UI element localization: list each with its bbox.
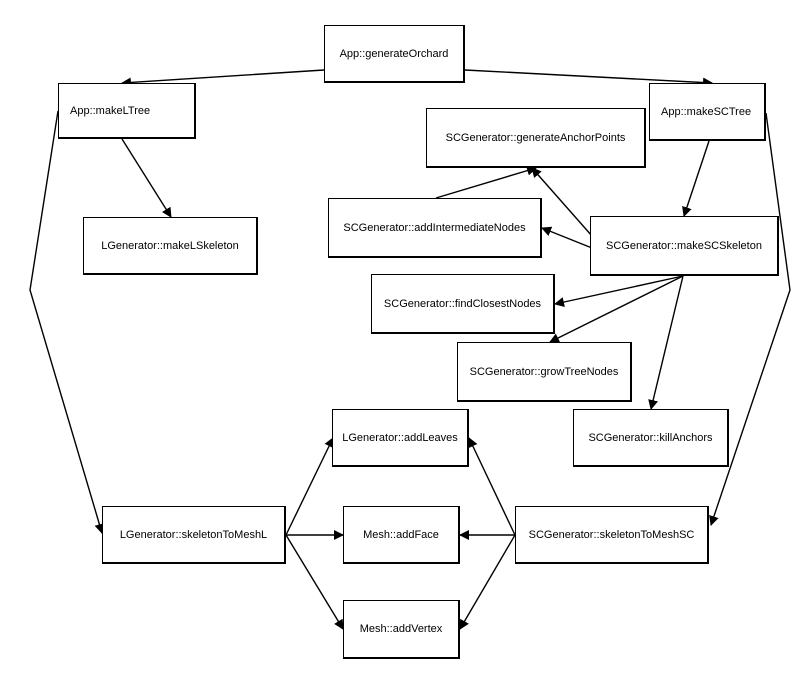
node-label: App::generateOrchard bbox=[339, 47, 449, 60]
edge-makeSCTree-to-skeletonToMeshSC bbox=[709, 112, 791, 526]
node-label: SCGenerator::growTreeNodes bbox=[469, 365, 619, 378]
node-label: SCGenerator::skeletonToMeshSC bbox=[528, 528, 695, 541]
node-mesh-add-vertex[interactable]: Mesh::addVertex bbox=[343, 600, 460, 659]
edge-skeletonToMeshSC-to-addLeaves bbox=[468, 437, 516, 536]
edge-makeLTree-to-skeletonToMeshL bbox=[29, 110, 105, 534]
node-sc-kill-anchors[interactable]: SCGenerator::killAnchors bbox=[573, 409, 729, 467]
edge-skeletonToMeshSC-to-addVertex bbox=[459, 534, 516, 630]
node-label: App::makeLTree bbox=[70, 104, 151, 117]
node-label: SCGenerator::killAnchors bbox=[588, 431, 713, 444]
node-label: App::makeSCTree bbox=[661, 105, 752, 118]
edge-makeLTree-to-makeLSkeleton bbox=[121, 138, 172, 218]
node-label: LGenerator::skeletonToMeshL bbox=[119, 528, 268, 541]
edge-makeSCSkeleton-to-growTreeNodes bbox=[549, 275, 684, 343]
node-sc-grow-tree-nodes[interactable]: SCGenerator::growTreeNodes bbox=[457, 342, 632, 402]
node-sc-add-intermediate-nodes[interactable]: SCGenerator::addIntermediateNodes bbox=[328, 198, 542, 258]
node-sc-skeleton-to-mesh-sc[interactable]: SCGenerator::skeletonToMeshSC bbox=[515, 506, 709, 564]
edge-makeSCSkeleton-to-generateAnchorPoints bbox=[531, 167, 593, 237]
node-label: LGenerator::addLeaves bbox=[342, 431, 458, 444]
edge-skeletonToMeshL-to-addVertex bbox=[285, 534, 344, 630]
node-label: Mesh::addVertex bbox=[359, 623, 443, 635]
node-l-skeleton-to-mesh-l[interactable]: LGenerator::skeletonToMeshL bbox=[102, 506, 286, 564]
node-sc-make-sc-skeleton[interactable]: SCGenerator::makeSCSkeleton bbox=[590, 216, 779, 276]
node-app-make-l-tree[interactable]: App::makeLTree bbox=[58, 83, 196, 139]
node-sc-find-closest-nodes[interactable]: SCGenerator::findClosestNodes bbox=[371, 274, 555, 334]
node-label: LGenerator::makeLSkeleton bbox=[101, 239, 239, 252]
node-label: Mesh::addFace bbox=[363, 528, 439, 541]
edge-skeletonToMeshL-to-addLeaves bbox=[285, 437, 334, 536]
node-app-make-sc-tree[interactable]: App::makeSCTree bbox=[649, 83, 766, 141]
node-l-make-l-skeleton[interactable]: LGenerator::makeLSkeleton bbox=[83, 217, 258, 275]
node-label: SCGenerator::generateAnchorPoints bbox=[445, 131, 626, 144]
edge-addIntermediateNodes-to-generateAnchorPoints bbox=[435, 165, 537, 199]
edge-generateOrchard-to-makeLTree bbox=[121, 69, 325, 88]
node-label: SCGenerator::makeSCSkeleton bbox=[606, 239, 762, 252]
edge-makeSCSkeleton-to-findClosestNodes bbox=[554, 275, 684, 307]
node-label: SCGenerator::addIntermediateNodes bbox=[343, 221, 526, 234]
edge-makeSCTree-to-makeSCSkeleton bbox=[682, 140, 710, 217]
node-l-add-leaves[interactable]: LGenerator::addLeaves bbox=[332, 409, 469, 467]
edge-makeSCSkeleton-to-addIntermediateNodes bbox=[541, 226, 593, 249]
node-label: SCGenerator::findClosestNodes bbox=[383, 297, 542, 310]
node-app-generate-orchard[interactable]: App::generateOrchard bbox=[324, 25, 465, 83]
edge-makeSCSkeleton-to-killAnchors bbox=[648, 275, 684, 410]
node-sc-generate-anchor-points[interactable]: SCGenerator::generateAnchorPoints bbox=[426, 108, 646, 168]
edge-generateOrchard-to-makeSCTree bbox=[464, 69, 713, 88]
node-mesh-add-face[interactable]: Mesh::addFace bbox=[343, 506, 460, 564]
